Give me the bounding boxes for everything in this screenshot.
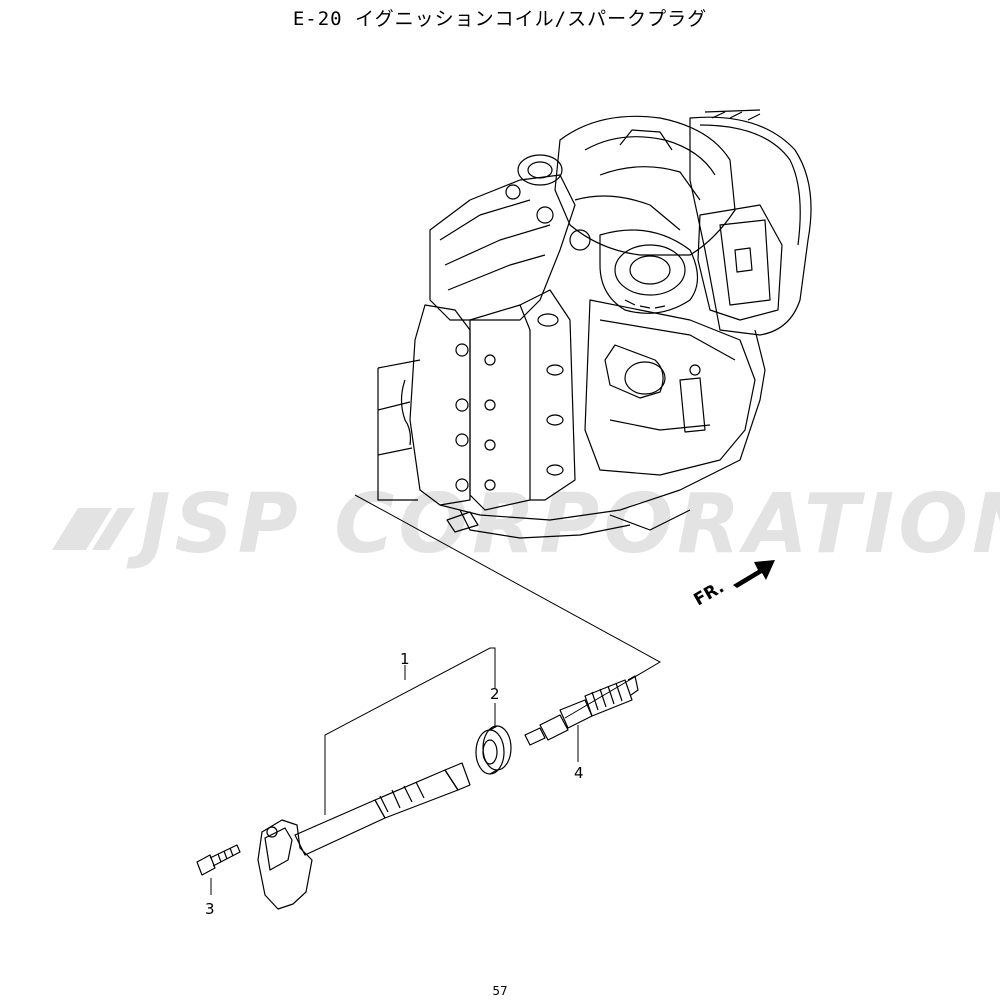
intake-manifold <box>554 115 736 256</box>
callout-3: 3 <box>205 900 215 918</box>
fr-label: FR. <box>691 577 728 610</box>
arrow-right-up-icon <box>733 560 775 588</box>
callout-4: 4 <box>574 764 584 782</box>
engine-base <box>439 329 766 521</box>
coil-bolt <box>196 844 241 876</box>
cylinder-head-cover <box>429 174 576 321</box>
callout-1: 1 <box>400 650 410 668</box>
callout-1-leader <box>324 647 496 815</box>
ignition-coil <box>257 762 471 910</box>
electrical-box <box>697 204 783 321</box>
callout-2: 2 <box>490 685 500 703</box>
detail-leader-line <box>354 494 662 719</box>
spark-plug <box>524 675 639 746</box>
watermark-logo-text: JSP CORPORATION <box>126 477 1000 572</box>
watermark-logo-mark <box>52 508 135 550</box>
page-title: E-20 イグニッションコイル/スパークプラグ <box>292 8 708 30</box>
alternator <box>599 229 699 314</box>
starter-motor <box>604 344 664 399</box>
flywheel-cover <box>689 116 812 336</box>
plug-cap-seal <box>475 725 512 775</box>
jsp-watermark: JSP CORPORATION <box>52 477 1000 572</box>
cylinder-block <box>409 304 471 506</box>
page-number: 57 <box>492 984 508 998</box>
engine-assembly <box>377 109 812 539</box>
